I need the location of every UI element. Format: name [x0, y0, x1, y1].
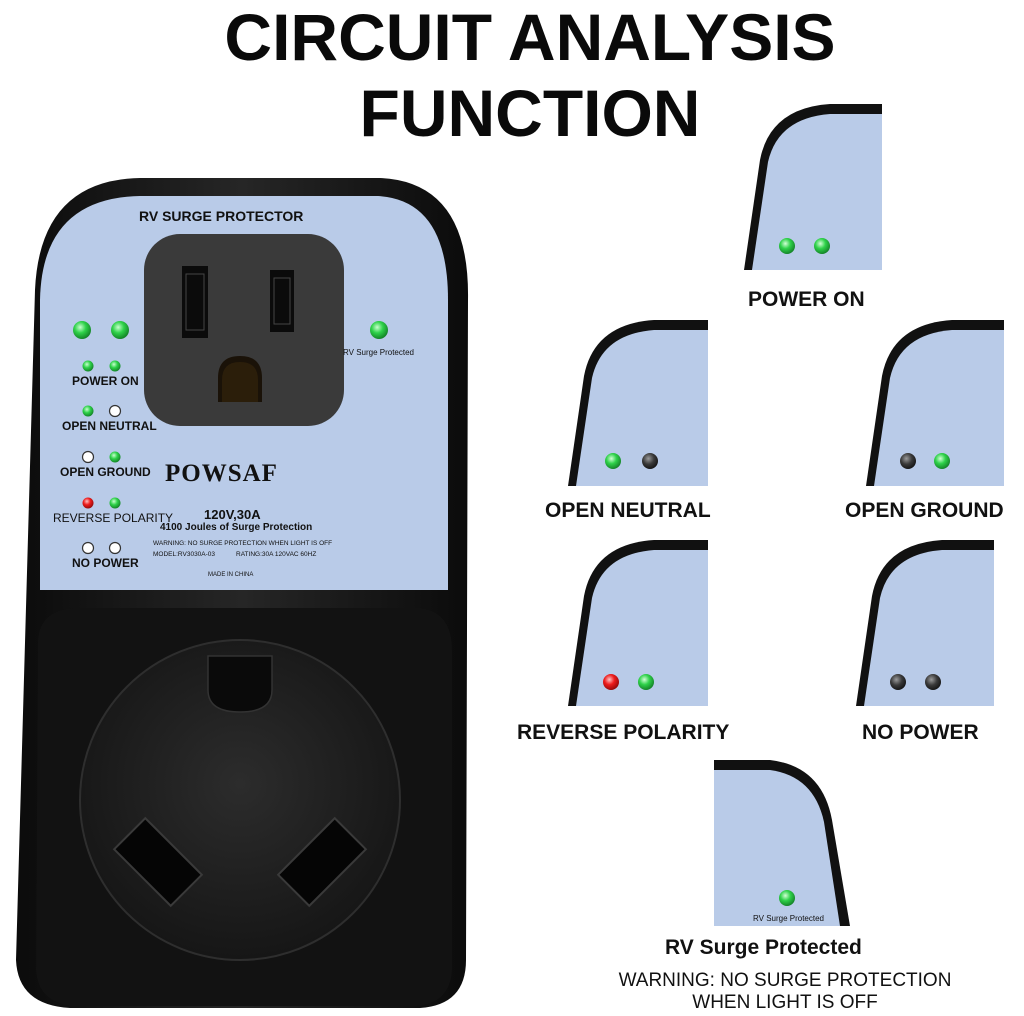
caption-open-neutral: OPEN NEUTRAL [545, 499, 711, 522]
caption-open-ground: OPEN GROUND [845, 499, 1004, 522]
page-title-line-1: CIRCUIT ANALYSIS [224, 0, 836, 74]
page-title-line-2: FUNCTION [359, 76, 701, 150]
caption-surge-protected: RV Surge Protected [665, 936, 862, 959]
surge-panel-label: RV Surge Protected [753, 914, 825, 923]
indicator-panel-no-power [856, 540, 994, 706]
indicator-panel-open-neutral [568, 320, 708, 486]
surge-warning: WARNING: NO SURGE PROTECTION WHEN LIGHT … [595, 970, 975, 1015]
indicator-panel-surge-protected [714, 760, 850, 926]
caption-power-on: POWER ON [748, 288, 865, 311]
surge-warning-line-1: WARNING: NO SURGE PROTECTION [618, 970, 952, 991]
caption-no-power: NO POWER [862, 721, 979, 744]
indicator-panel-open-ground [866, 320, 1004, 486]
indicator-panel-power-on [744, 104, 882, 270]
caption-reverse-polarity: REVERSE POLARITY [517, 721, 730, 744]
surge-warning-line-2: WHEN LIGHT IS OFF [692, 992, 878, 1014]
indicator-panel-reverse-polarity [568, 540, 708, 706]
